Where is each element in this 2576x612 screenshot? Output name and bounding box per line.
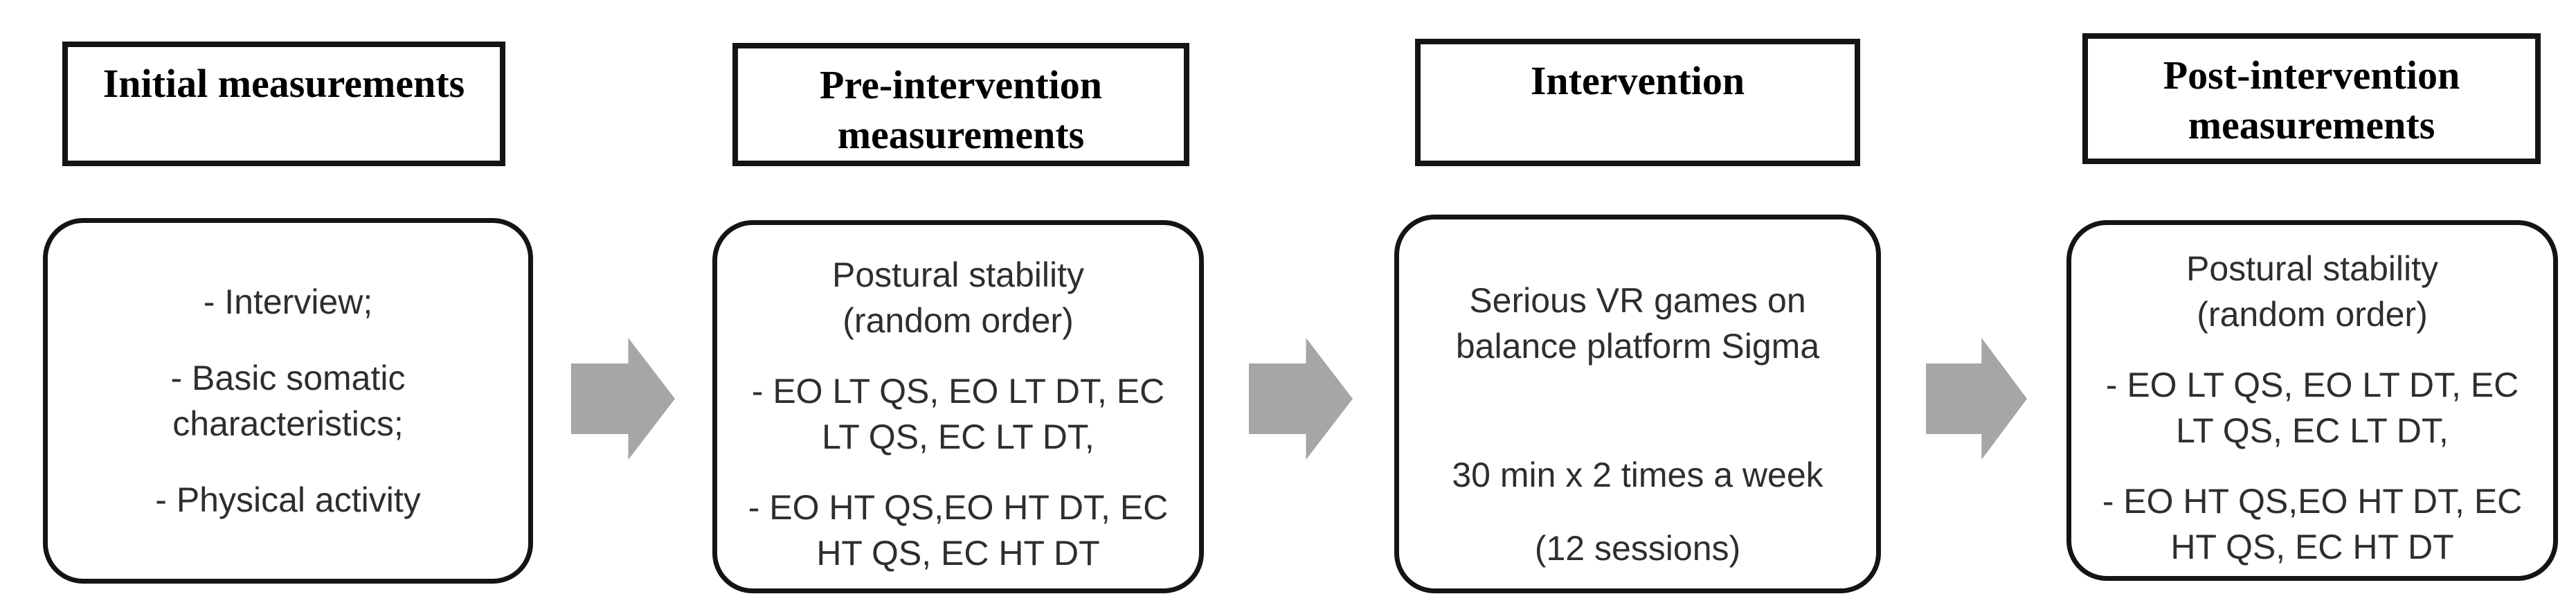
flow-right-arrow-icon	[571, 338, 675, 460]
stage-paragraph: Serious VR games on balance platform Sig…	[1455, 281, 1820, 366]
stage-header-intervention: Intervention	[1415, 39, 1860, 166]
stage-paragraph: - EO LT QS, EO LT DT, EC LT QS, EC LT DT…	[2105, 365, 2519, 450]
stage-paragraph: - EO LT QS, EO LT DT, EC LT QS, EC LT DT…	[751, 371, 1165, 456]
stage-paragraph: - Physical activity	[155, 480, 421, 519]
flow-right-arrow-icon	[1249, 338, 1353, 460]
stage-header-pre-intervention: Pre-intervention measurements	[732, 43, 1189, 166]
stage-paragraph: - EO HT QS,EO HT DT, EC HT QS, EC HT DT	[748, 487, 1169, 573]
stage-content-post-intervention: Postural stability (random order) - EO L…	[2066, 220, 2558, 581]
flow-right-arrow-icon	[1926, 338, 2027, 460]
stage-header-post-intervention: Post-intervention measurements	[2082, 33, 2541, 164]
stage-header-initial-measurements: Initial measurements	[62, 42, 505, 166]
stage-paragraph: 30 min x 2 times a week	[1452, 456, 1823, 494]
stage-paragraph: - Interview;	[203, 282, 373, 321]
stage-paragraph: (12 sessions)	[1534, 529, 1741, 568]
stage-paragraph: - Basic somatic characteristics;	[170, 359, 406, 443]
stage-paragraph: Postural stability (random order)	[2186, 249, 2439, 334]
stage-content-pre-intervention: Postural stability (random order) - EO L…	[712, 220, 1204, 593]
stage-content-intervention: Serious VR games on balance platform Sig…	[1394, 215, 1881, 593]
stage-content-initial-measurements: - Interview; - Basic somatic characteris…	[43, 218, 533, 584]
stage-paragraph: - EO HT QS,EO HT DT, EC HT QS, EC HT DT	[2102, 481, 2523, 566]
stage-paragraph: Postural stability (random order)	[831, 255, 1085, 340]
